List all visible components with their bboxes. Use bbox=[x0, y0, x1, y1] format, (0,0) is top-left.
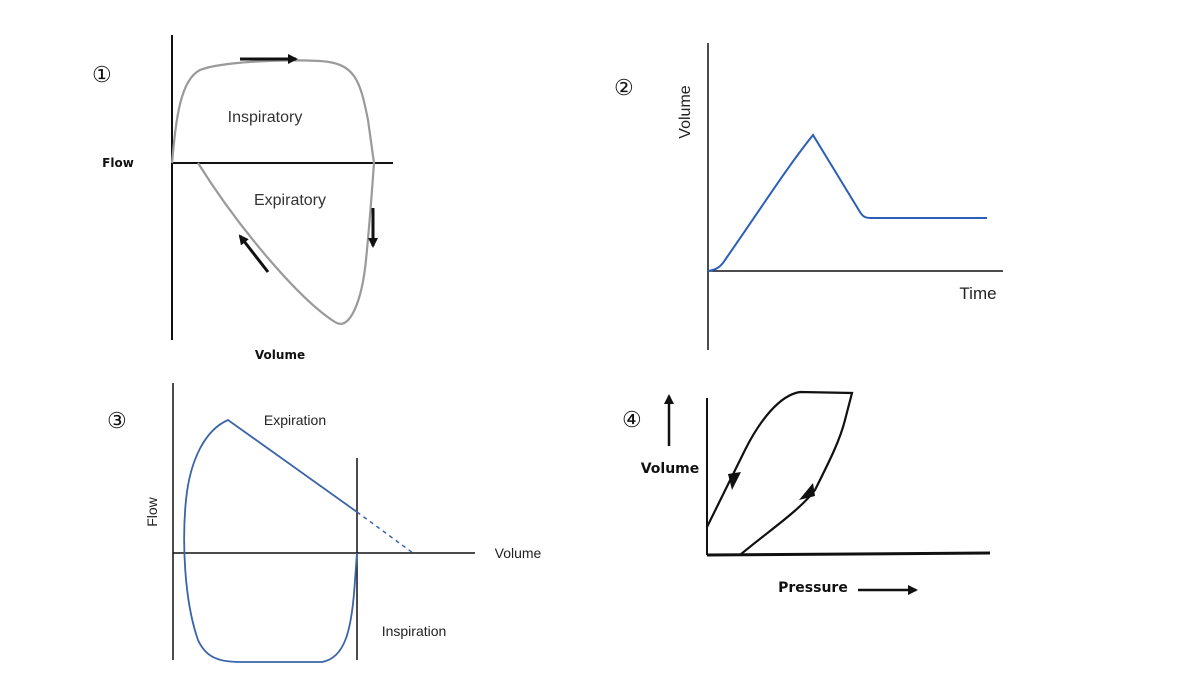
panel-4-number: ④ bbox=[622, 408, 642, 433]
panel-1-inspiratory-curve bbox=[170, 59, 376, 164]
panel-4-x-label: Pressure bbox=[778, 580, 848, 596]
panel-3: ③ Expiration Inspiration Flow Volume bbox=[107, 383, 542, 663]
panel-1-region-expiratory: Expiratory bbox=[254, 192, 326, 209]
panel-3-extrapolation-dashed bbox=[356, 511, 414, 554]
panel-2-x-label: Time bbox=[959, 284, 996, 303]
panel-2-y-label: Volume bbox=[677, 85, 694, 138]
panel-4: ④ Volume Pressure bbox=[622, 390, 991, 596]
panel-1-x-label: Volume bbox=[255, 348, 305, 362]
panel-1-region-inspiratory: Inspiratory bbox=[228, 109, 303, 126]
panel-4-x-axis bbox=[706, 551, 991, 557]
panel-2-number: ② bbox=[614, 76, 634, 101]
panel-4-loop-arrow-up bbox=[799, 483, 815, 500]
panel-4-y-label: Volume bbox=[641, 461, 700, 477]
panel-1-expiratory-curve bbox=[197, 162, 376, 325]
panel-3-loop-curve bbox=[183, 418, 358, 663]
panel-3-region-inspiration: Inspiration bbox=[382, 623, 447, 639]
panel-3-x-label: Volume bbox=[495, 545, 542, 561]
panel-4-hysteresis-loop bbox=[706, 390, 854, 556]
panel-1: ① Inspiratory Expiratory Flow Volume bbox=[92, 35, 393, 362]
panel-2: ② Volume Time bbox=[614, 43, 1003, 350]
panel-1-number: ① bbox=[92, 63, 112, 88]
panel-4-loop-arrow-down bbox=[728, 472, 741, 490]
panel-1-arrow-up-left bbox=[238, 234, 270, 273]
panel-3-y-label: Flow bbox=[144, 496, 160, 526]
panel-1-y-label: Flow bbox=[102, 156, 134, 170]
panel-2-volume-curve bbox=[707, 133, 987, 272]
panel-3-number: ③ bbox=[107, 409, 127, 434]
panel-3-region-expiration: Expiration bbox=[264, 412, 326, 428]
